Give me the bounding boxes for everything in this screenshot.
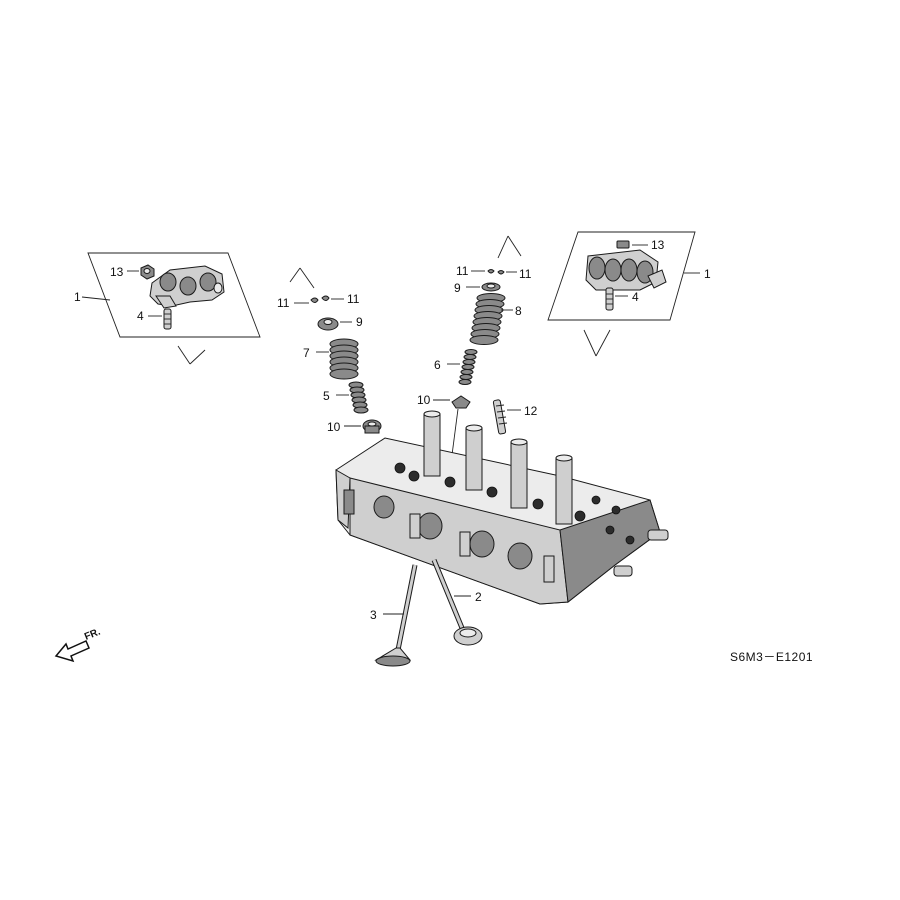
- front-arrow-icon: [54, 640, 90, 663]
- cylinder-head: [335, 410, 669, 605]
- spark-plug-tubes: [423, 410, 573, 525]
- cotter-11-right: [487, 269, 505, 275]
- adjust-screw-4-right: [605, 287, 614, 311]
- outer-spring-8: [469, 293, 506, 345]
- stem-seal-10-left: [362, 419, 382, 434]
- diagram-code: S6M3－E1201: [730, 650, 813, 664]
- callout-6: 6: [434, 358, 441, 372]
- stem-seal-10-right: [451, 395, 471, 409]
- callout-11-b: 11: [347, 292, 360, 306]
- front-direction-arrow: FR.: [54, 626, 102, 663]
- callout-1-left: 1: [74, 290, 81, 304]
- callout-2: 2: [475, 590, 482, 604]
- right-rocker-assembly: 13 4 1: [547, 231, 711, 357]
- front-label: FR.: [83, 626, 102, 642]
- side-fitting: [613, 529, 669, 577]
- callout-7: 7: [303, 346, 310, 360]
- right-valve-stack: 11 11 9 8 6: [417, 235, 538, 456]
- rocker-arm-right: [585, 249, 667, 291]
- callout-9-right: 9: [454, 281, 461, 295]
- nut-13-right: [616, 240, 630, 249]
- nut-13-left: [140, 264, 155, 280]
- callout-5: 5: [323, 389, 330, 403]
- adjust-screw-4-left: [163, 308, 172, 330]
- callout-11-d: 11: [519, 267, 532, 281]
- callout-9-left: 9: [356, 315, 363, 329]
- left-rocker-assembly: 1 13 4: [74, 252, 261, 365]
- callout-10-right: 10: [417, 393, 431, 407]
- callout-1-right: 1: [704, 267, 711, 281]
- retainer-9-right: [481, 282, 501, 292]
- outer-spring-7: [329, 338, 359, 380]
- exhaust-valve-3: 3: [370, 564, 418, 667]
- inner-spring-6: [458, 349, 478, 385]
- deck-details: [343, 462, 635, 545]
- callout-10-left: 10: [327, 420, 341, 434]
- callout-11-a: 11: [277, 296, 290, 310]
- callout-11-c: 11: [456, 264, 469, 278]
- callout-8: 8: [515, 304, 522, 318]
- callout-4-left: 4: [137, 309, 144, 323]
- inner-spring-5: [348, 381, 369, 414]
- callout-13-right: 13: [651, 238, 665, 252]
- rocker-arm-left: [149, 265, 225, 309]
- callout-4-right: 4: [632, 290, 639, 304]
- stud-12: [492, 399, 508, 435]
- callout-3: 3: [370, 608, 377, 622]
- retainer-9-left: [317, 317, 339, 331]
- left-valve-stack: 11 11 9 7 5: [277, 267, 382, 434]
- cotter-11-left: [310, 295, 330, 303]
- callout-13-left: 13: [110, 265, 124, 279]
- intake-valve-2: 2: [431, 559, 483, 646]
- callout-12: 12: [524, 404, 538, 418]
